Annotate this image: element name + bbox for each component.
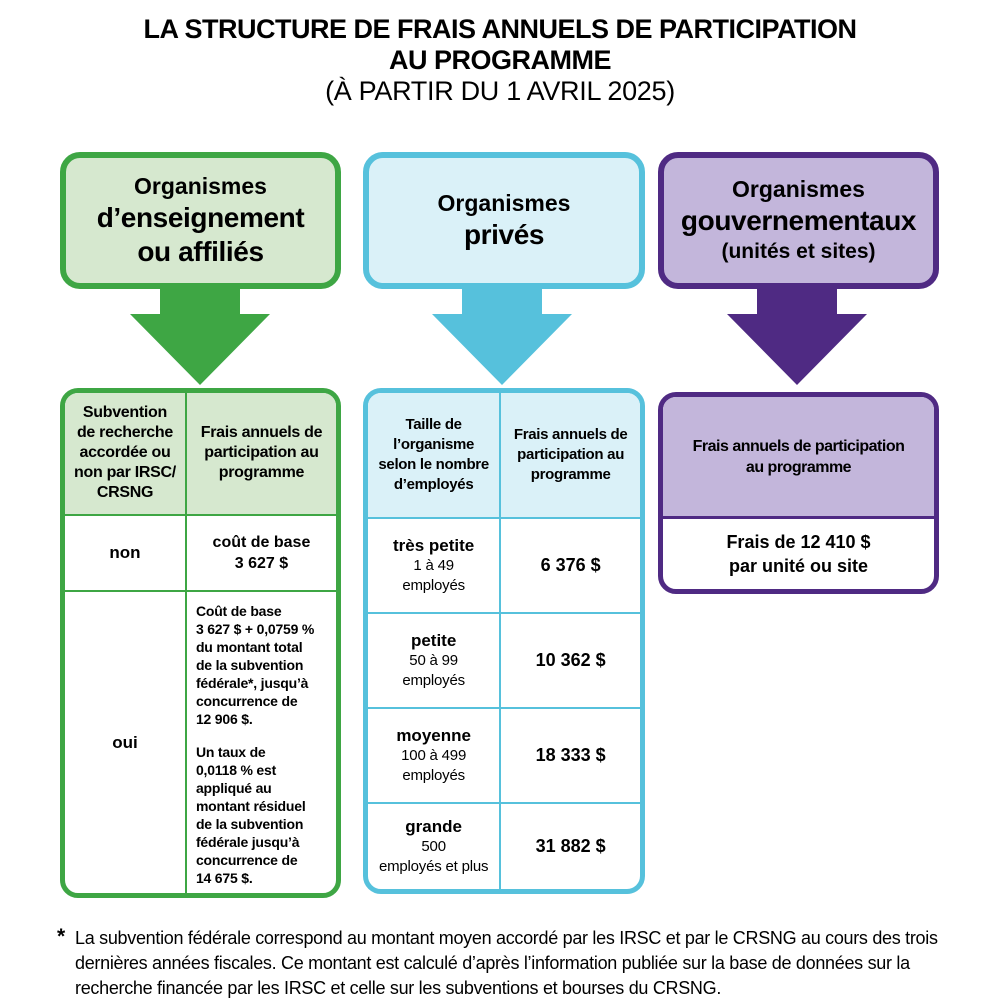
header-box-government: Organismes gouvernementaux (unités et si…: [658, 152, 939, 289]
private-row2-size: petite 50 à 99 employés: [368, 614, 502, 707]
table-row: oui Coût de base 3 627 $ + 0,0759 % du m…: [65, 592, 336, 893]
title-line-3: (À PARTIR DU 1 AVRIL 2025): [325, 76, 675, 106]
table-private-col1-header: Taille de l’organisme selon le nombre d’…: [368, 393, 502, 517]
private-row2-fee: 10 362 $: [535, 650, 606, 670]
table-row: moyenne 100 à 499 employés 18 333 $: [368, 709, 640, 804]
table-education-col2-header: Frais annuels de participation au progra…: [200, 424, 323, 482]
title-line-2: AU PROGRAMME: [389, 45, 612, 75]
size-range: 50 à 99 employés: [402, 652, 465, 689]
private-row4-size: grande 500 employés et plus: [368, 804, 502, 889]
size-label: très petite: [393, 536, 475, 555]
table-row: Frais de 12 410 $ par unité ou site: [663, 519, 934, 589]
table-government-header-row: Frais annuels de participation au progra…: [663, 397, 934, 519]
table-private-col2-header: Frais annuels de participation au progra…: [513, 426, 628, 483]
table-row: grande 500 employés et plus 31 882 $: [368, 804, 640, 889]
education-row2-fee-para1: Coût de base 3 627 $ + 0,0759 % du monta…: [195, 603, 315, 727]
header-private-small: Organismes: [437, 190, 571, 216]
down-arrow-icon: [432, 287, 572, 385]
fee-table-education: Subvention de recherche accordée ou non …: [60, 388, 341, 898]
table-private-header-row: Taille de l’organisme selon le nombre d’…: [368, 393, 640, 519]
table-government-header: Frais annuels de participation au progra…: [692, 437, 905, 476]
table-row: non coût de base 3 627 $: [65, 515, 336, 592]
header-government-sub: (unités et sites): [721, 240, 876, 263]
size-range: 1 à 49 employés: [402, 557, 465, 594]
education-row1-answer: non: [65, 515, 187, 590]
footnote-asterisk: *: [57, 925, 65, 948]
title-line-1: LA STRUCTURE DE FRAIS ANNUELS DE PARTICI…: [143, 14, 857, 44]
header-box-education: Organismes d’enseignement ou affiliés: [60, 152, 341, 289]
private-row1-size: très petite 1 à 49 employés: [368, 519, 502, 612]
footnote-text: La subvention fédérale correspond au mon…: [75, 928, 938, 998]
fee-table-government: Frais annuels de participation au progra…: [658, 392, 939, 594]
size-range: 500 employés et plus: [378, 838, 489, 875]
footnote: * La subvention fédérale correspond au m…: [57, 925, 957, 1000]
size-range: 100 à 499 employés: [401, 747, 467, 784]
education-row2-fee: Coût de base 3 627 $ + 0,0759 % du monta…: [187, 592, 336, 893]
table-row: petite 50 à 99 employés 10 362 $: [368, 614, 640, 709]
private-row1-fee: 6 376 $: [540, 555, 601, 575]
size-label: moyenne: [396, 726, 471, 745]
education-row2-answer: oui: [65, 592, 187, 893]
header-government-small: Organismes: [732, 176, 865, 202]
header-private-large-1: privés: [463, 219, 545, 250]
private-row3-size: moyenne 100 à 499 employés: [368, 709, 502, 802]
size-label: grande: [405, 817, 462, 836]
page-title: LA STRUCTURE DE FRAIS ANNUELS DE PARTICI…: [0, 14, 1000, 107]
header-education-large-1: d’enseignement: [96, 202, 305, 233]
private-row4-fee: 31 882 $: [535, 836, 606, 856]
education-row2-fee-para2: Un taux de 0,0118 % est appliqué au mont…: [195, 744, 306, 886]
private-row3-fee: 18 333 $: [535, 745, 606, 765]
header-box-private: Organismes privés: [363, 152, 645, 289]
education-row1-fee: coût de base 3 627 $: [212, 533, 311, 572]
header-education-large-2: ou affiliés: [137, 236, 264, 267]
down-arrow-icon: [727, 287, 867, 385]
table-education-header-row: Subvention de recherche accordée ou non …: [65, 393, 336, 516]
size-label: petite: [410, 631, 457, 650]
header-education-small: Organismes: [134, 173, 267, 199]
header-government-large-1: gouvernementaux: [680, 205, 917, 236]
government-fee: Frais de 12 410 $ par unité ou site: [726, 532, 871, 576]
down-arrow-icon: [130, 287, 270, 385]
table-row: très petite 1 à 49 employés 6 376 $: [368, 519, 640, 614]
table-education-col1-header: Subvention de recherche accordée ou non …: [65, 393, 187, 514]
fee-table-private: Taille de l’organisme selon le nombre d’…: [363, 388, 645, 894]
